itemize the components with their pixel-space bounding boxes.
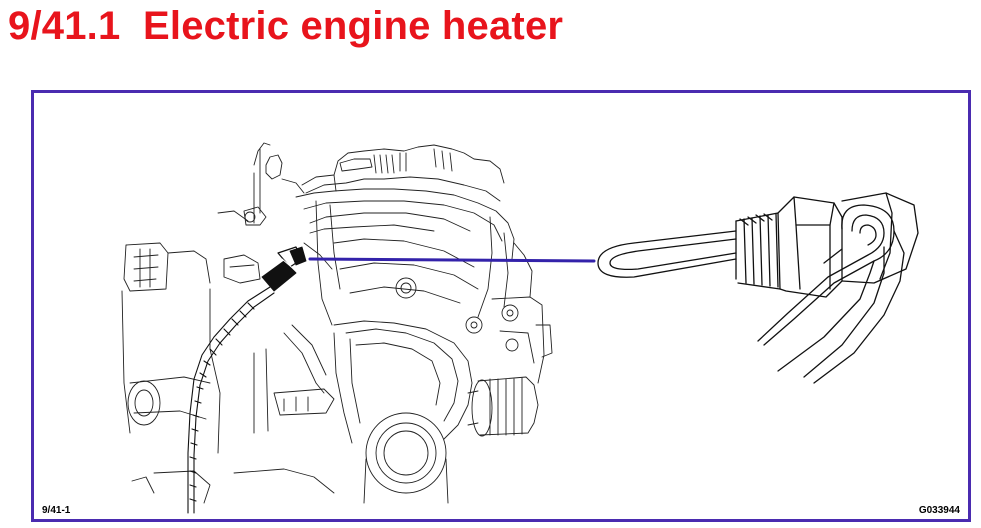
figure-frame: 9/41-1 G033944 <box>31 90 971 522</box>
figure-ref-left: 9/41-1 <box>42 505 71 516</box>
page-title: 9/41.1 Electric engine heater <box>8 4 564 48</box>
engine-heater-diagram <box>121 142 919 514</box>
heater-connector <box>261 246 307 292</box>
engine-block-drawing <box>121 142 553 504</box>
heater-cable <box>187 286 275 514</box>
heater-element-detail <box>597 192 919 384</box>
leader-line <box>308 257 596 263</box>
figure-ref-right: G033944 <box>918 505 960 516</box>
